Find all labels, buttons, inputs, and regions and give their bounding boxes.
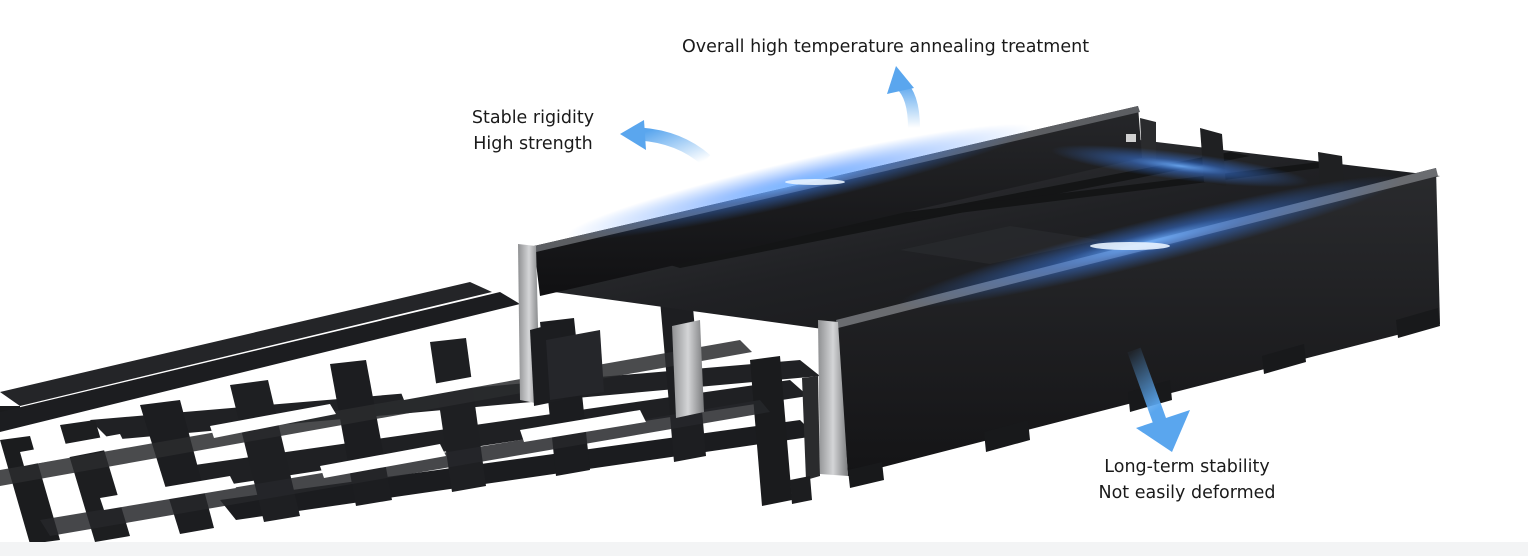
annotation-rigidity-line1: Stable rigidity: [471, 108, 595, 128]
annotation-rigidity-line2: High strength: [473, 134, 593, 154]
annotation-stability-line1: Long-term stability: [1104, 457, 1270, 477]
bottom-divider-band: [0, 542, 1528, 556]
curved-arrow-up-icon: [887, 66, 920, 129]
arrow-down-right-icon: [1127, 347, 1190, 452]
curved-arrow-left-icon: [620, 120, 711, 166]
annotation-stability: Long-term stability Not easily deformed: [1076, 454, 1298, 506]
annotation-stability-line2: Not easily deformed: [1098, 483, 1276, 503]
edge-glow-highlights: [566, 123, 1403, 309]
annotation-rigidity: Stable rigidity High strength: [440, 105, 626, 157]
annotation-annealing-line1: Overall high temperature annealing treat…: [682, 37, 1090, 57]
annotation-annealing: Overall high temperature annealing treat…: [682, 34, 1090, 60]
